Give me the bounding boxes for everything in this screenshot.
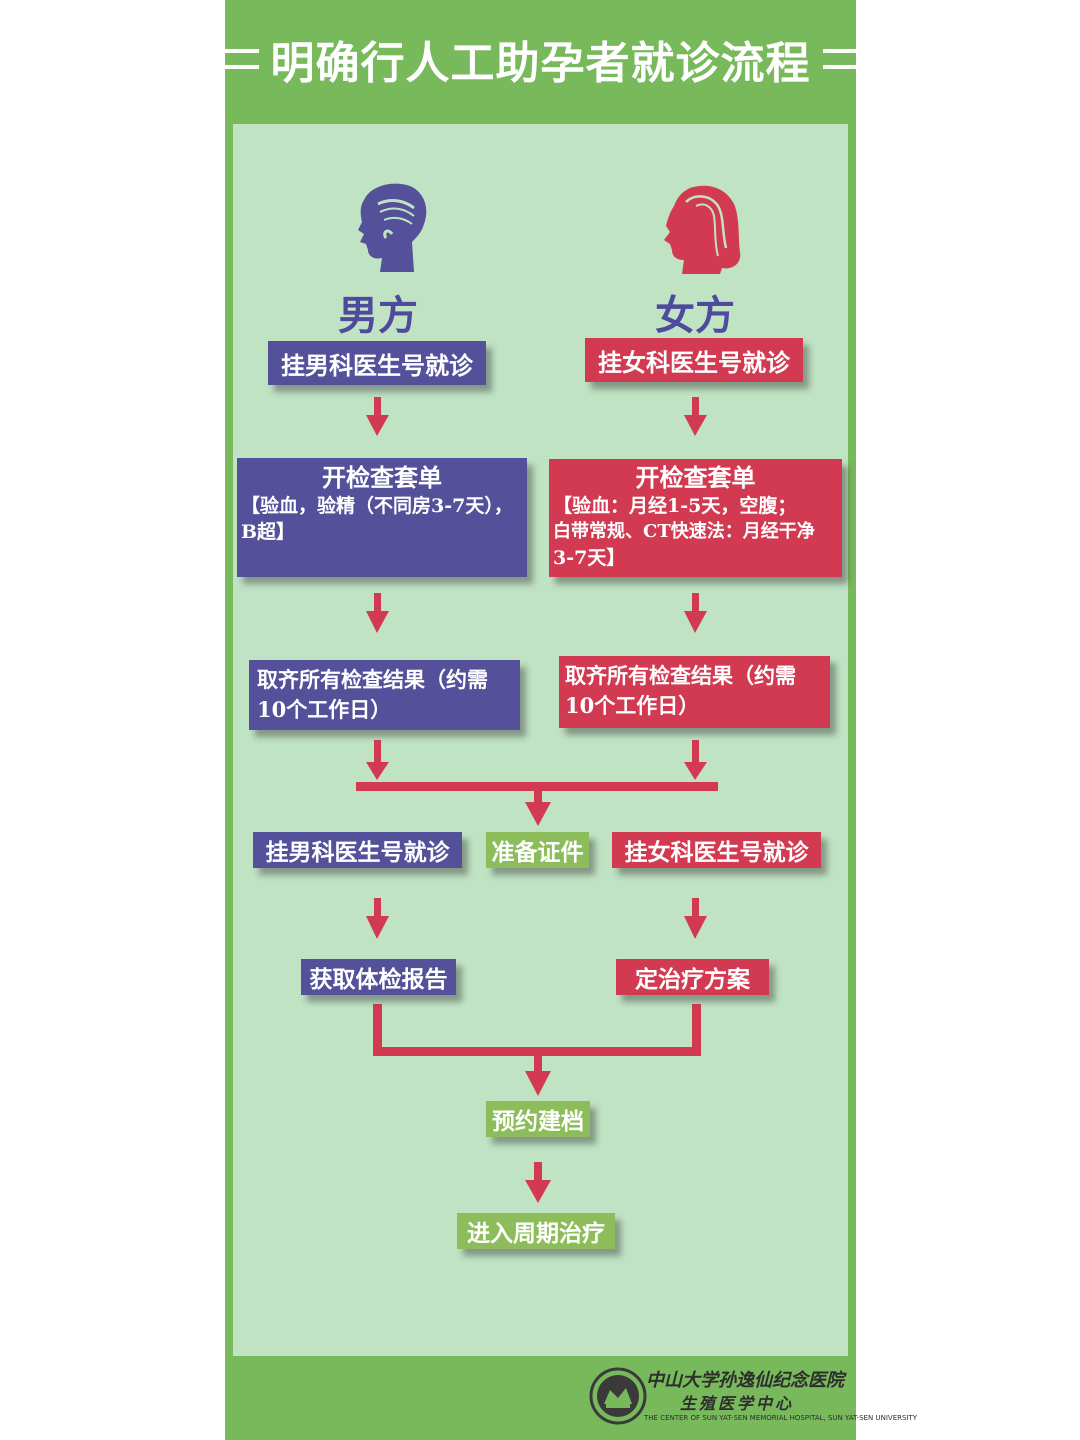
male-step5-box: 获取体检报告 [301, 959, 456, 995]
title-right-ornament [822, 49, 856, 69]
female-step2-title: 开检查套单 [635, 463, 756, 492]
male-step4-box: 挂男科医生号就诊 [253, 832, 462, 868]
title-left-ornament [225, 49, 259, 69]
hospital-name: 中山大学孙逸仙纪念医院 [646, 1370, 844, 1391]
male-label: 男方 [338, 292, 418, 339]
booking-label: 预约建档 [492, 1108, 584, 1135]
center-name: 生殖医学中心 [680, 1394, 795, 1413]
prepare-documents-box: 准备证件 [486, 832, 589, 868]
female-step4-label: 挂女科医生号就诊 [624, 839, 809, 866]
poster-title: 明确行人工助孕者就诊流程 [225, 0, 856, 118]
hospital-logo: 中山大学孙逸仙纪念医院 生殖医学中心 THE CENTER OF SUN YAT… [588, 1362, 917, 1430]
male-step3-line1: 取齐所有检查结果（约需 [257, 667, 488, 692]
male-step2-title: 开检查套单 [322, 463, 442, 492]
female-label: 女方 [655, 292, 735, 339]
flowchart-panel [233, 124, 848, 1356]
male-head-icon [358, 183, 427, 272]
female-step3-box: 取齐所有检查结果（约需 10个工作日） [559, 656, 830, 728]
hospital-english-name: THE CENTER OF SUN YAT-SEN MEMORIAL HOSPI… [644, 1414, 918, 1422]
female-step2-line2: 白带常规、CT快速法：月经干净 [553, 521, 815, 542]
male-step3-line2: 10个工作日） [257, 697, 392, 722]
male-step2-box: 开检查套单 【验血，验精（不同房3-7天）， B超】 [237, 458, 527, 577]
hospital-seal-icon [589, 1367, 647, 1425]
female-step5-label: 定治疗方案 [635, 966, 750, 993]
male-step1-box: 挂男科医生号就诊 [268, 341, 486, 385]
female-step2-line3: 3-7天】 [553, 547, 626, 569]
female-head-icon [664, 185, 741, 274]
male-step2-line2: B超】 [241, 521, 296, 543]
cycle-treatment-label: 进入周期治疗 [467, 1220, 605, 1247]
male-step2-line1: 【验血，验精（不同房3-7天）， [241, 495, 513, 517]
booking-box: 预约建档 [486, 1101, 590, 1137]
female-step3-line1: 取齐所有检查结果（约需 [565, 663, 796, 688]
female-step3-line2: 10个工作日） [565, 693, 700, 718]
female-step2-box: 开检查套单 【验血：月经1-5天，空腹； 白带常规、CT快速法：月经干净 3-7… [549, 459, 842, 577]
prepare-documents-label: 准备证件 [491, 839, 584, 866]
male-step1-label: 挂男科医生号就诊 [281, 350, 473, 380]
female-step4-box: 挂女科医生号就诊 [612, 832, 821, 868]
female-step1-box: 挂女科医生号就诊 [585, 338, 803, 382]
male-step3-box: 取齐所有检查结果（约需 10个工作日） [249, 660, 520, 730]
male-step5-label: 获取体检报告 [309, 966, 448, 993]
female-step2-line1: 【验血：月经1-5天，空腹； [553, 495, 797, 517]
title-text: 明确行人工助孕者就诊流程 [270, 38, 811, 89]
male-step4-label: 挂男科医生号就诊 [265, 839, 450, 866]
female-step5-box: 定治疗方案 [616, 959, 769, 995]
cycle-treatment-box: 进入周期治疗 [457, 1213, 615, 1249]
female-step1-label: 挂女科医生号就诊 [598, 347, 790, 377]
